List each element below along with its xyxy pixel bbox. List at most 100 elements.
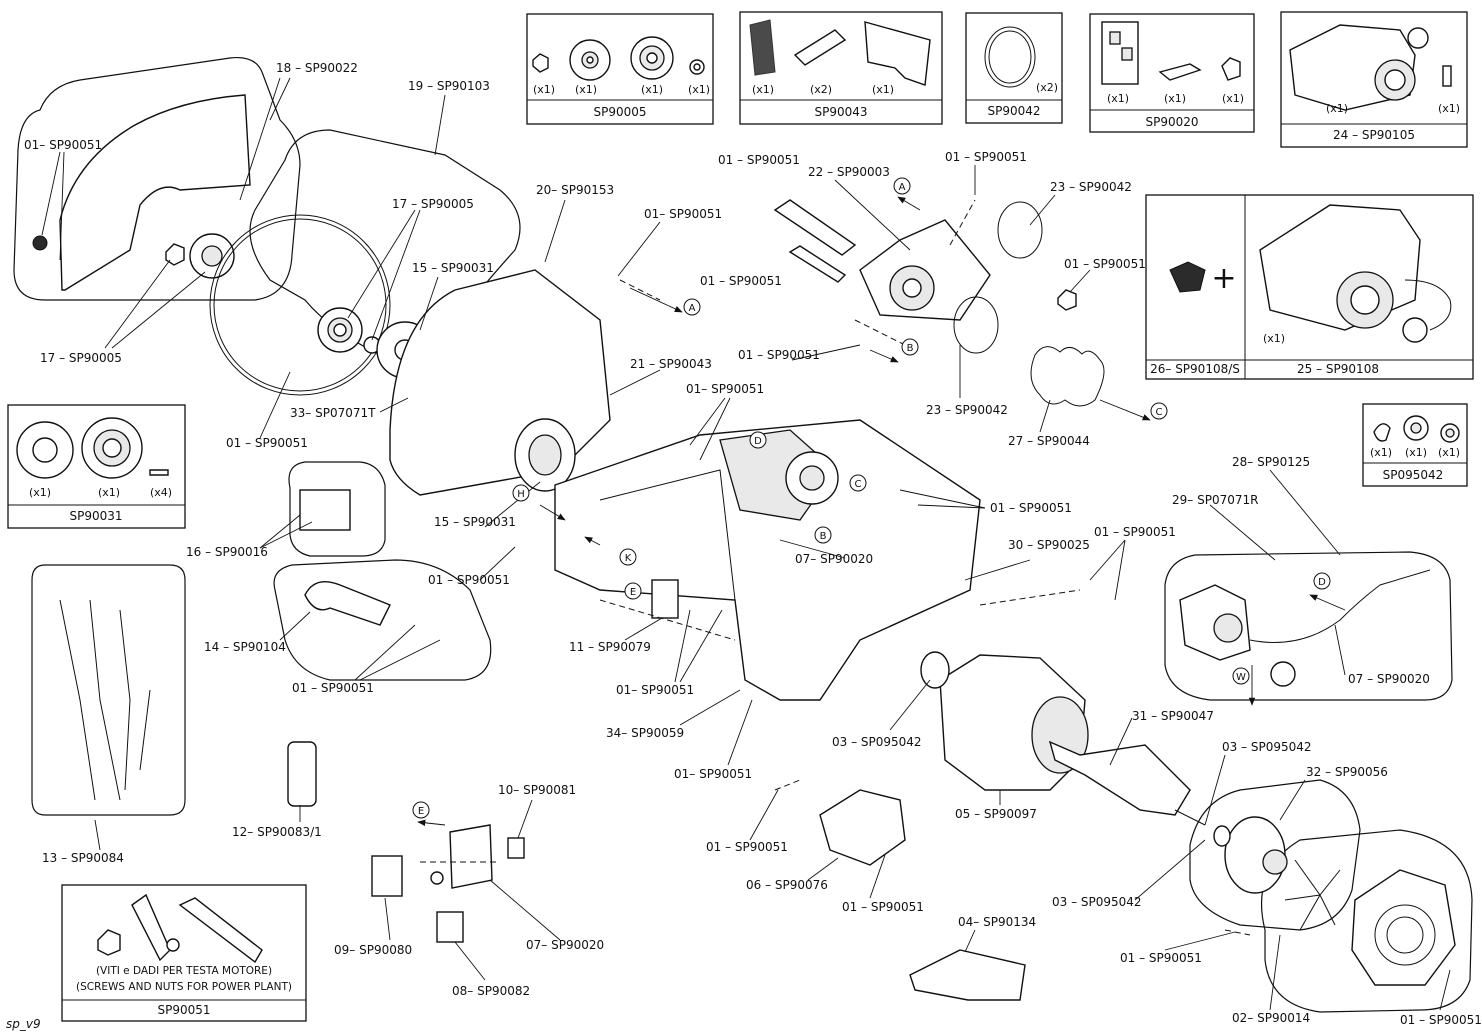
kit-note: (VITI e DADI PER TESTA MOTORE) bbox=[96, 965, 272, 977]
kit-qty: (x1) bbox=[1438, 102, 1460, 115]
kit-qty: (x2) bbox=[1036, 81, 1058, 94]
group-outline-32 bbox=[1189, 779, 1361, 931]
callout-label: 03 – SP095042 bbox=[1052, 895, 1142, 909]
kit-plus: + bbox=[1211, 261, 1236, 296]
callout-labels: 18 – SP90022 19 – SP90103 01– SP90051 17… bbox=[24, 61, 1482, 1027]
kit-qty: (x1) bbox=[533, 83, 555, 96]
letter-marker: W bbox=[1232, 667, 1250, 685]
kit-box-sp90031 bbox=[7, 404, 186, 529]
kit-name: 25 – SP90108 bbox=[1297, 362, 1379, 376]
letter-marker: E bbox=[412, 801, 430, 819]
callout-label: 09– SP90080 bbox=[334, 943, 412, 957]
kit-qty: (x1) bbox=[29, 486, 51, 499]
callout-label: 01 – SP90051 bbox=[1064, 257, 1146, 271]
callout-label: 08– SP90082 bbox=[452, 984, 530, 998]
saw-blade bbox=[209, 214, 391, 396]
svg-text:E: E bbox=[630, 587, 636, 598]
blade-guard bbox=[59, 94, 251, 291]
callout-label: 01 – SP90051 bbox=[1120, 951, 1202, 965]
callout-label: 13 – SP90084 bbox=[42, 851, 124, 865]
callout-label: 15 – SP90031 bbox=[434, 515, 516, 529]
callout-label: 03 – SP095042 bbox=[1222, 740, 1312, 754]
callout-label: 01 – SP90051 bbox=[1094, 525, 1176, 539]
spring bbox=[1030, 346, 1105, 407]
kit-qty: (x1) bbox=[1263, 332, 1285, 345]
callout-label: 34– SP90059 bbox=[606, 726, 684, 740]
svg-text:C: C bbox=[855, 479, 862, 490]
callout-label: 11 – SP90079 bbox=[569, 640, 651, 654]
kit-name: SP095042 bbox=[1383, 468, 1444, 482]
letter-marker: D bbox=[1313, 572, 1331, 590]
svg-text:K: K bbox=[625, 553, 632, 564]
callout-label: 01– SP90051 bbox=[616, 683, 694, 697]
callout-label: 02– SP90014 bbox=[1232, 1011, 1310, 1025]
kit-box-sp90020 bbox=[1089, 13, 1255, 133]
callout-label: 07– SP90020 bbox=[795, 552, 873, 566]
callout-label: 01– SP90051 bbox=[674, 767, 752, 781]
callout-label: 01– SP90051 bbox=[24, 138, 102, 152]
letter-marker: D bbox=[749, 431, 767, 449]
callout-label: 28– SP90125 bbox=[1232, 455, 1310, 469]
kit-qty: (x1) bbox=[1326, 102, 1348, 115]
kit-qty: (x1) bbox=[98, 486, 120, 499]
svg-text:E: E bbox=[418, 806, 424, 817]
callout-label: 14 – SP90104 bbox=[204, 640, 286, 654]
kit-qty: (x1) bbox=[1438, 446, 1460, 459]
kit-qty: (x1) bbox=[752, 83, 774, 96]
kit-box-sp90105 bbox=[1280, 11, 1468, 148]
leader-lines bbox=[41, 77, 1451, 1011]
letter-marker: B bbox=[814, 526, 832, 544]
callout-label: 31 – SP90047 bbox=[1132, 709, 1214, 723]
kit-qty: (x1) bbox=[1370, 446, 1392, 459]
callout-label: 23 – SP90042 bbox=[926, 403, 1008, 417]
kit-box-sp90108 bbox=[1145, 194, 1474, 380]
callout-label: 01 – SP90051 bbox=[945, 150, 1027, 164]
kit-box-sp90043 bbox=[739, 11, 943, 125]
group-outline-16 bbox=[288, 461, 386, 557]
kit-labels: (x1) (x1) (x1) (x1) SP90005 (x1) (x2) (x… bbox=[29, 81, 1460, 1017]
callout-label: 01 – SP90051 bbox=[738, 348, 820, 362]
svg-text:A: A bbox=[689, 303, 696, 314]
kit-note: (SCREWS AND NUTS FOR POWER PLANT) bbox=[76, 981, 292, 993]
kit-qty: (x1) bbox=[575, 83, 597, 96]
kit-name: 24 – SP90105 bbox=[1333, 128, 1415, 142]
callout-label: 01 – SP90051 bbox=[1400, 1013, 1482, 1027]
callout-label: 17 – SP90005 bbox=[40, 351, 122, 365]
kit-box-sp90042 bbox=[965, 12, 1063, 124]
kit-box-sp095042 bbox=[1362, 403, 1468, 487]
callout-label: 01 – SP90051 bbox=[226, 436, 308, 450]
callout-label: 18 – SP90022 bbox=[276, 61, 358, 75]
svg-text:D: D bbox=[754, 436, 762, 447]
callout-label: 22 – SP90003 bbox=[808, 165, 890, 179]
kit-name: SP90043 bbox=[814, 105, 867, 119]
letter-marker: K bbox=[619, 548, 637, 566]
corner-tag: sp_v9 bbox=[6, 1017, 41, 1031]
callout-label: 01 – SP90051 bbox=[706, 840, 788, 854]
callout-label: 07– SP90020 bbox=[526, 938, 604, 952]
letter-marker: H bbox=[512, 484, 530, 502]
callout-label: 05 – SP90097 bbox=[955, 807, 1037, 821]
callout-label: 01 – SP90051 bbox=[842, 900, 924, 914]
callout-label: 01– SP90051 bbox=[644, 207, 722, 221]
callout-label: 19 – SP90103 bbox=[408, 79, 490, 93]
kit-name: SP90031 bbox=[69, 509, 122, 523]
group-outline-14 bbox=[273, 559, 492, 681]
callout-label: 15 – SP90031 bbox=[412, 261, 494, 275]
group-outline-13 bbox=[31, 564, 186, 816]
main-frame bbox=[554, 419, 981, 701]
kit-qty: (x1) bbox=[1164, 92, 1186, 105]
fan-cover bbox=[1351, 869, 1456, 986]
callout-label: 07 – SP90020 bbox=[1348, 672, 1430, 686]
svg-text:A: A bbox=[899, 182, 906, 193]
svg-text:C: C bbox=[1156, 407, 1163, 418]
letter-marker: E bbox=[624, 582, 642, 600]
callout-label: 04– SP90134 bbox=[958, 915, 1036, 929]
callout-label: 32 – SP90056 bbox=[1306, 765, 1388, 779]
svg-text:H: H bbox=[517, 489, 525, 500]
svg-text:W: W bbox=[1236, 672, 1246, 683]
letter-marker: C bbox=[849, 474, 867, 492]
kit-name: SP90005 bbox=[593, 105, 646, 119]
callout-label: 01– SP90051 bbox=[686, 382, 764, 396]
kit-qty: (x1) bbox=[688, 83, 710, 96]
